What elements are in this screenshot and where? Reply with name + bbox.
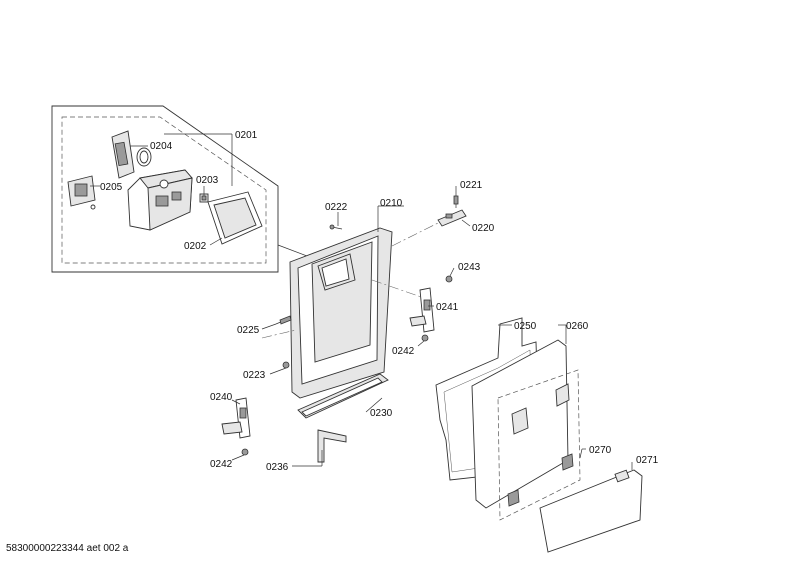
part-0210-inner-door [289,227,393,399]
label-0243: 0243 [458,262,481,273]
part-dispenser-body [127,169,193,231]
part-0242-nut-left [241,448,249,456]
part-0243-screw [445,275,453,283]
leader-lines [90,133,633,470]
label-0242-left: 0242 [210,459,233,470]
label-0242-right: 0242 [392,346,415,357]
label-0230: 0230 [370,408,393,419]
part-0221-pin [453,194,459,208]
part-0204-dispenser-flap [111,130,152,179]
label-0250: 0250 [514,321,537,332]
part-0242-nut-right [421,334,429,342]
label-0271: 0271 [636,455,659,466]
label-0222: 0222 [325,202,348,213]
part-0270-area [497,369,581,521]
label-0241: 0241 [436,302,459,313]
part-0225-screw [275,315,292,325]
part-0220-latch [437,209,467,227]
label-0260: 0260 [566,321,589,332]
label-0225: 0225 [237,325,260,336]
detail-inset-dashed-border [61,116,267,264]
part-0230-bottom-rail [297,373,389,419]
part-0222-screw [329,224,343,230]
part-0240-hinge [221,397,251,439]
label-0205: 0205 [100,182,123,193]
drawing-code: 58300000223344 aet 002 a [6,543,129,554]
label-0210: 0210 [380,198,403,209]
part-0236-bracket [317,429,347,463]
part-0241-hinge [409,287,435,333]
part-0202-gasket [207,191,263,245]
label-0270: 0270 [589,445,612,456]
label-0223: 0223 [243,370,266,381]
label-0201: 0201 [235,130,258,141]
part-0205-bracket [67,175,96,210]
part-labels: 0201 0204 0205 0203 0202 0222 0210 0221 … [100,130,659,473]
label-0204: 0204 [150,141,173,152]
part-0271-lower-panel [539,469,643,553]
label-0236: 0236 [266,462,289,473]
label-0203: 0203 [196,175,219,186]
label-0220: 0220 [472,223,495,234]
part-0223-screw [282,361,290,369]
label-0221: 0221 [460,180,483,191]
label-0240: 0240 [210,392,233,403]
label-0202: 0202 [184,241,207,252]
